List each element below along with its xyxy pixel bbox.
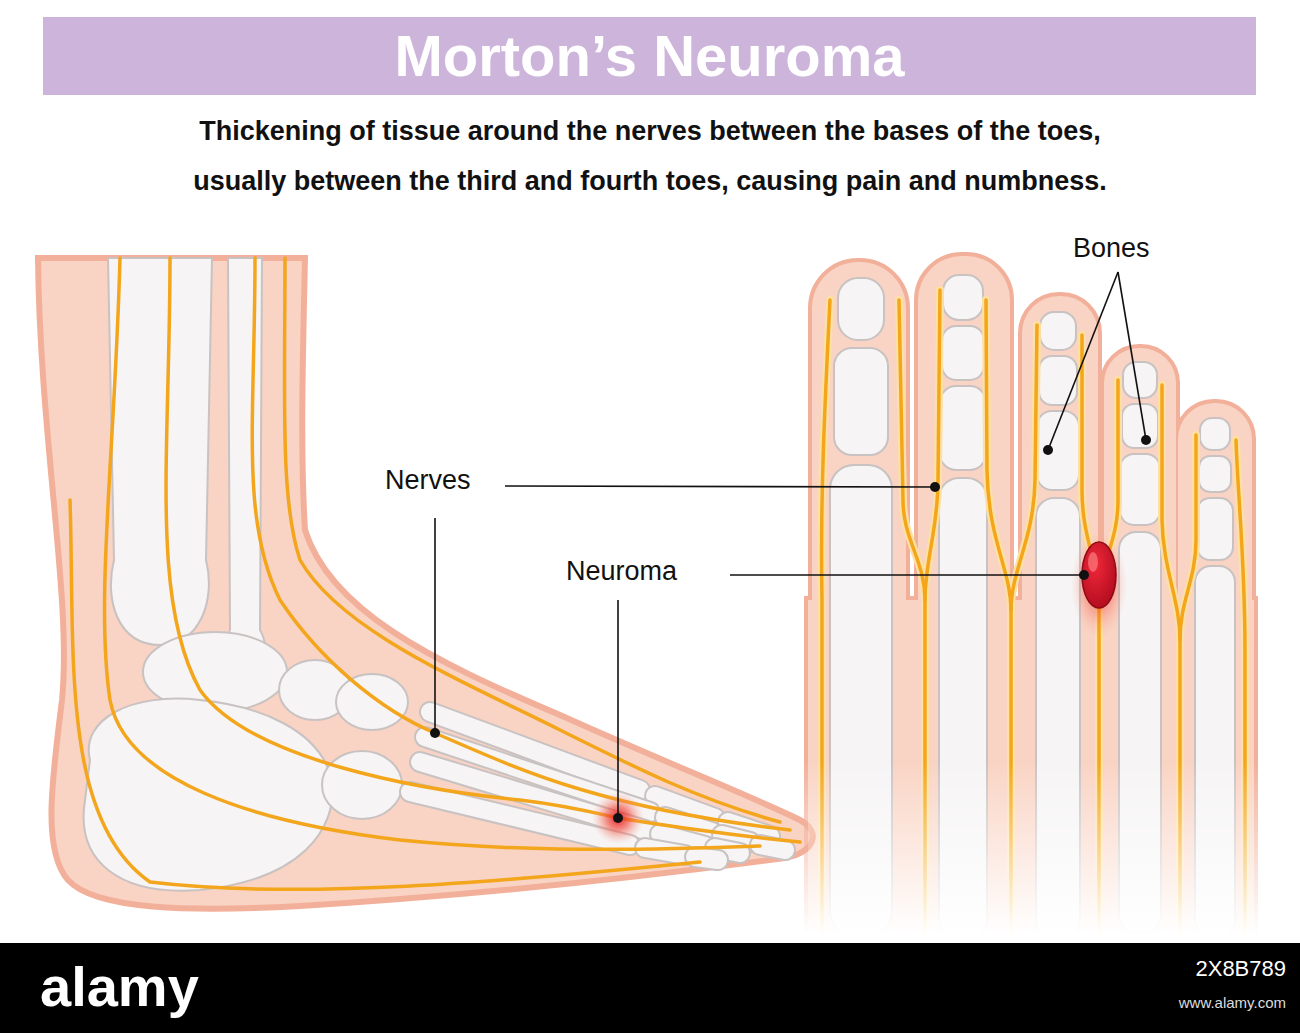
leader-lines bbox=[617, 600, 619, 818]
title-banner: Morton’s Neuroma bbox=[43, 17, 1256, 95]
top-foot-bones bbox=[838, 278, 884, 340]
top-foot-nerves bbox=[899, 300, 925, 935]
top-foot-bones bbox=[939, 478, 987, 938]
image-id: 2X8B789 bbox=[1195, 957, 1286, 981]
side-foot-bones bbox=[336, 674, 408, 730]
leader-lines bbox=[505, 486, 935, 487]
side-foot-illustration bbox=[38, 258, 813, 909]
top-foot-nerves bbox=[925, 290, 940, 600]
top-foot-nerves bbox=[1236, 440, 1245, 935]
top-foot-bones bbox=[830, 465, 892, 935]
top-foot-nerves bbox=[1162, 385, 1180, 935]
leader-lines bbox=[613, 813, 623, 823]
top-foot-nerves bbox=[1162, 385, 1180, 935]
top-foot-bones bbox=[943, 275, 983, 320]
top-foot-bones bbox=[940, 386, 986, 470]
neuroma-label: Neuroma bbox=[566, 557, 677, 587]
side-foot-bones bbox=[410, 712, 785, 860]
top-foot-nerves bbox=[1236, 440, 1245, 935]
side-foot-bones bbox=[225, 258, 265, 680]
leader-lines bbox=[434, 518, 436, 733]
nerves-label: Nerves bbox=[385, 466, 471, 496]
top-foot-bones bbox=[1197, 498, 1233, 560]
top-foot-nerves bbox=[899, 300, 925, 935]
leader-lines bbox=[430, 728, 440, 738]
top-foot-nerves bbox=[925, 290, 940, 600]
footer-bar bbox=[0, 943, 1300, 1033]
top-foot-nerves bbox=[1011, 325, 1037, 610]
description-text: Thickening of tissue around the nerves b… bbox=[40, 106, 1260, 206]
side-foot-bones bbox=[108, 258, 212, 645]
side-foot-bones bbox=[322, 751, 402, 819]
top-foot-nerves bbox=[986, 300, 1011, 935]
top-foot-nerves bbox=[822, 290, 1245, 935]
top-foot-illustration bbox=[808, 256, 1254, 940]
leader-lines bbox=[1048, 272, 1118, 450]
top-foot-bones bbox=[1120, 454, 1160, 525]
top-foot-skin bbox=[808, 256, 1254, 940]
top-foot-nerves bbox=[1011, 325, 1037, 610]
top-foot-nerves bbox=[1180, 435, 1196, 640]
side-foot-bones bbox=[695, 857, 718, 860]
bones-label: Bones bbox=[1073, 234, 1150, 264]
top-foot-bones bbox=[834, 348, 888, 455]
leader-lines bbox=[430, 272, 1151, 823]
top-foot-bones bbox=[1040, 312, 1076, 350]
watermark-logo: alamy bbox=[40, 956, 199, 1018]
leader-lines bbox=[730, 574, 1084, 576]
side-foot-bones bbox=[695, 857, 718, 860]
side-foot-nerves bbox=[105, 258, 760, 849]
side-foot-nerves bbox=[166, 258, 800, 842]
top-foot-nerves bbox=[822, 300, 830, 935]
top-foot-nerves bbox=[986, 300, 1011, 935]
top-foot-bones bbox=[1200, 418, 1230, 450]
top-foot-bones bbox=[1122, 404, 1158, 448]
leader-lines bbox=[930, 482, 940, 492]
top-foot-bones bbox=[1195, 566, 1235, 936]
top-foot-bones bbox=[942, 326, 984, 380]
leader-lines bbox=[1043, 445, 1053, 455]
side-foot-bones bbox=[84, 258, 785, 891]
side-foot-nerves bbox=[284, 258, 780, 822]
side-foot-nerves bbox=[70, 500, 700, 889]
leader-lines bbox=[1141, 435, 1151, 445]
side-foot-bones bbox=[760, 845, 785, 850]
side-foot-skin bbox=[38, 258, 813, 909]
leader-lines bbox=[1118, 272, 1146, 440]
top-foot-bones bbox=[1199, 456, 1231, 492]
watermark-url: www.alamy.com bbox=[1179, 995, 1286, 1012]
top-foot-bones bbox=[830, 275, 1235, 938]
top-foot-bones bbox=[1123, 362, 1157, 398]
neuroma-halo bbox=[1071, 533, 1127, 637]
leader-lines bbox=[1079, 570, 1089, 580]
top-foot-bones bbox=[1039, 356, 1077, 405]
side-foot-nerves bbox=[70, 258, 800, 889]
side-foot-nerves bbox=[252, 258, 790, 830]
top-foot-nerves bbox=[822, 300, 830, 935]
top-foot-nerves bbox=[1180, 435, 1196, 640]
top-foot-skin-rim bbox=[808, 256, 1254, 940]
side-foot-bones bbox=[760, 845, 785, 850]
neuroma-highlight bbox=[1088, 552, 1098, 572]
